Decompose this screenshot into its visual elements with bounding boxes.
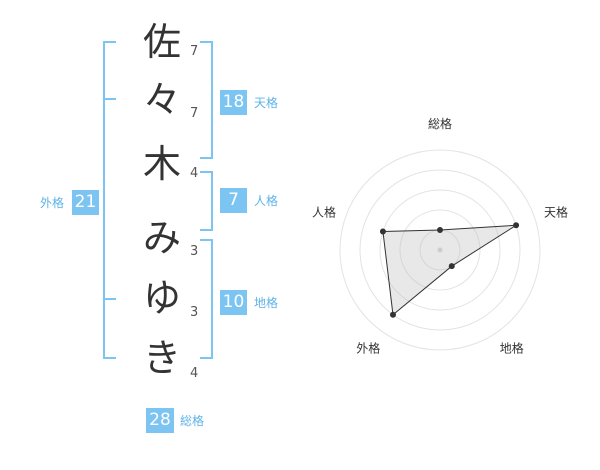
- stroke-count-5: 3: [190, 305, 199, 320]
- jinkaku-bracket: [200, 171, 213, 231]
- soukaku-label: 総格: [180, 414, 205, 428]
- chikaku-label: 地格: [254, 296, 279, 310]
- gaikaku-bracket: [103, 41, 116, 359]
- stroke-count-4: 3: [190, 244, 199, 259]
- stroke-count-2: 7: [190, 106, 199, 121]
- stroke-count-6: 4: [190, 366, 199, 381]
- chikaku-badge: 10: [220, 290, 247, 315]
- name-char-1: 佐: [142, 20, 181, 64]
- radar-point-2: [513, 222, 520, 229]
- jinkaku-label: 人格: [254, 194, 279, 208]
- stroke-count-3: 4: [190, 166, 199, 181]
- radar-point-3: [448, 263, 455, 270]
- name-char-5: ゆ: [142, 276, 181, 320]
- radar-point-5: [379, 228, 386, 235]
- stroke-count-1: 7: [190, 44, 199, 59]
- name-char-6: き: [142, 336, 181, 380]
- radar-center-dot: [437, 247, 443, 253]
- radar-grid-ring: [379, 189, 501, 311]
- radar-point-4: [389, 311, 396, 318]
- soukaku-badge: 28: [146, 408, 174, 433]
- gaikaku-badge: 21: [72, 190, 99, 215]
- gaikaku-label: 外格: [40, 196, 65, 210]
- radar-grid-ring: [359, 169, 521, 331]
- radar-axis-label-2: 天格: [544, 204, 568, 219]
- radar-grid-ring: [339, 149, 541, 351]
- name-char-4: み: [142, 216, 181, 260]
- radar-axis-label-1: 総格: [428, 116, 452, 131]
- radar-axis-label-4: 外格: [356, 341, 380, 356]
- name-char-3: 木: [142, 142, 181, 186]
- tenkaku-badge: 18: [220, 90, 247, 115]
- name-char-2: 々: [142, 78, 181, 122]
- jinkaku-badge: 7: [220, 188, 247, 213]
- radar-grid-ring: [399, 209, 481, 291]
- chikaku-bracket: [200, 239, 213, 359]
- tenkaku-label: 天格: [254, 96, 279, 110]
- radar-data-polygon: [382, 224, 517, 316]
- radar-axis-label-5: 人格: [312, 204, 336, 219]
- radar-point-1: [437, 227, 443, 233]
- radar-axis-label-3: 地格: [500, 341, 524, 356]
- tenkaku-bracket: [200, 41, 213, 159]
